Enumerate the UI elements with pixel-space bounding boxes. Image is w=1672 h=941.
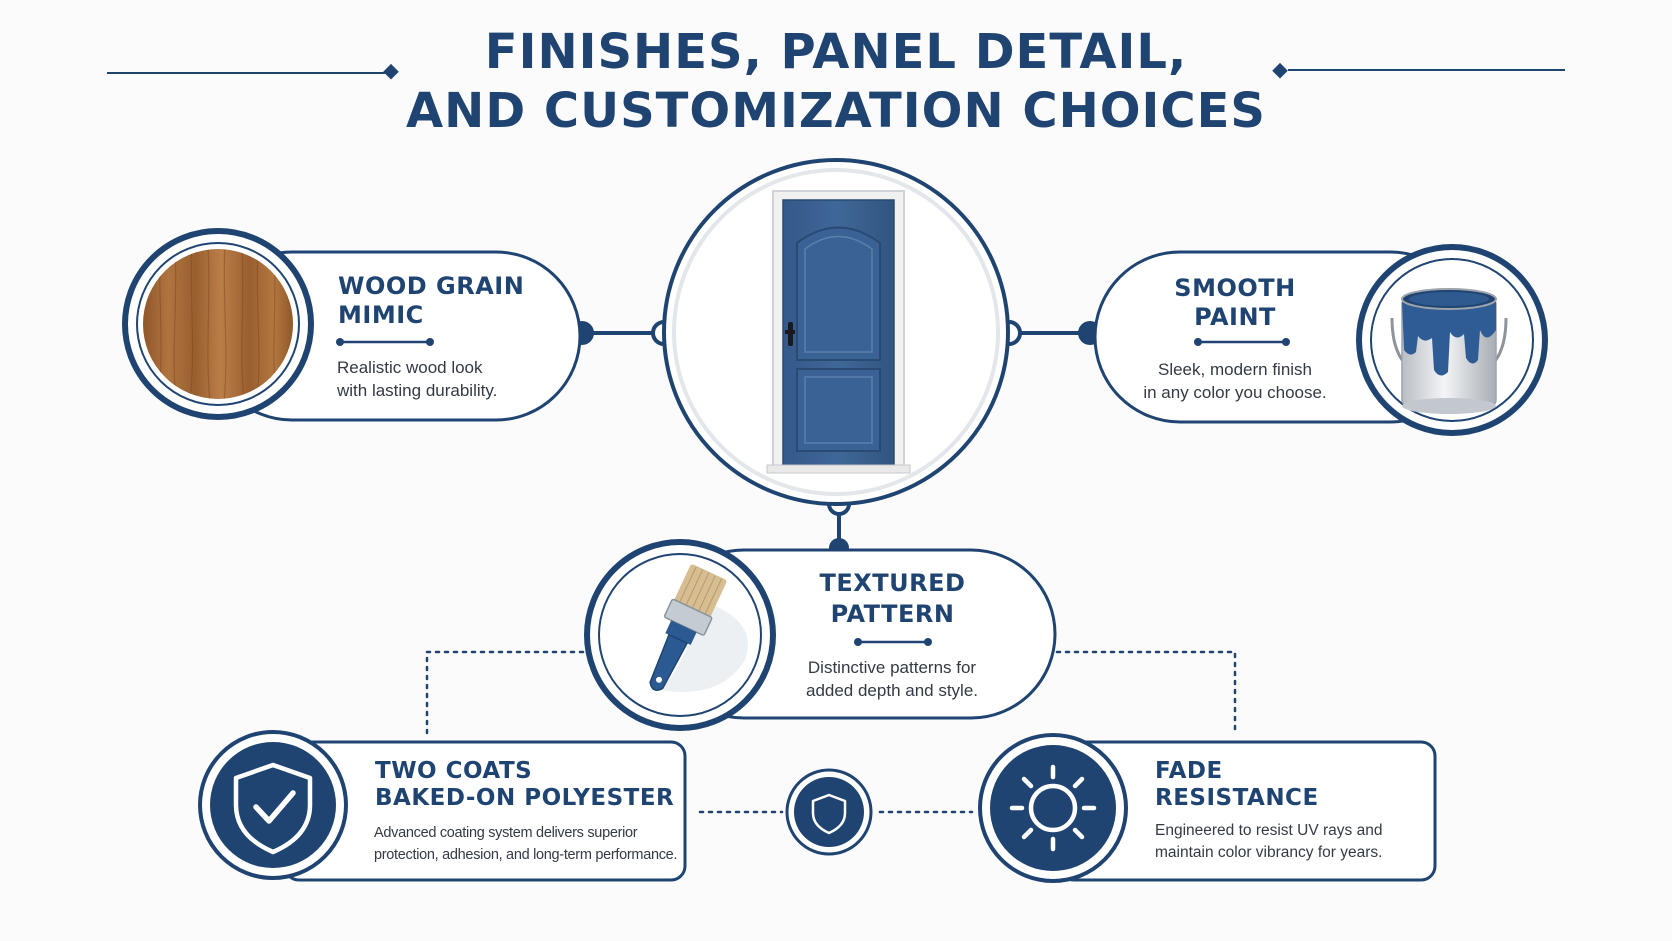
fade-resistance-title: FADE RESISTANCE xyxy=(1155,758,1319,811)
textured-pattern-title: TEXTURED PATTERN xyxy=(819,569,966,628)
dotted-connectors xyxy=(425,650,1237,814)
title-divider-right xyxy=(1272,62,1565,79)
wood-grain-description: Realistic wood look with lasting durabil… xyxy=(337,358,498,400)
card-textured-pattern xyxy=(584,539,1057,731)
connector-left xyxy=(570,320,677,346)
paint-card-divider xyxy=(1194,338,1290,346)
page-title-line1: FINISHES, PANEL DETAIL, xyxy=(484,24,1188,80)
card-two-coats xyxy=(198,730,687,882)
paint-can-icon xyxy=(1390,288,1508,414)
door-illustration xyxy=(766,190,911,474)
wood-card-divider xyxy=(336,338,434,346)
two-coats-title: TWO COATS BAKED-ON POLYESTER xyxy=(375,758,675,811)
fade-resistance-description: Engineered to resist UV rays and maintai… xyxy=(1155,822,1383,861)
paintbrush-icon xyxy=(649,564,748,692)
textured-card-divider xyxy=(854,638,932,646)
two-coats-description: Advanced coating system delivers superio… xyxy=(374,825,678,863)
shield-icon xyxy=(811,793,847,835)
page-title-line2: AND CUSTOMIZATION CHOICES xyxy=(406,83,1266,139)
smooth-paint-title: SMOOTH PAINT xyxy=(1174,274,1296,331)
connector-right xyxy=(996,320,1102,346)
card-fade-resistance xyxy=(978,733,1437,883)
wood-texture xyxy=(143,249,293,399)
sun-icon xyxy=(1009,764,1097,852)
middle-shield-badge xyxy=(785,768,873,856)
card-wood-grain xyxy=(122,228,582,422)
shield-check-icon xyxy=(233,762,313,855)
card-smooth-paint xyxy=(1093,244,1548,436)
textured-pattern-description: Distinctive patterns for added depth and… xyxy=(805,658,979,700)
wood-grain-title: WOOD GRAIN MIMIC xyxy=(338,272,525,329)
smooth-paint-description: Sleek, modern finish in any color you ch… xyxy=(1143,360,1327,402)
center-door-medallion xyxy=(662,158,1010,506)
